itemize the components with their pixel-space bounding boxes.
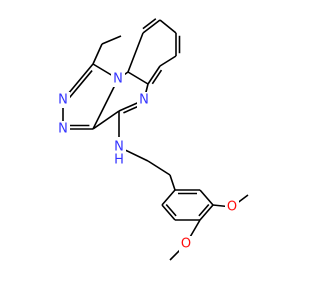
bond-b5-c9a <box>127 32 144 73</box>
atom-n-quinoxaline: N <box>137 92 151 108</box>
bond-c5a-b1 <box>147 65 161 85</box>
atom-n-fused-text: N <box>113 72 123 87</box>
atom-n-fused: N <box>111 71 125 87</box>
bond-c1-ethyl <box>92 43 103 65</box>
bond-b1-b2 <box>159 55 177 67</box>
bond-c5a-c9a <box>127 71 149 85</box>
bond-r2-r3 <box>199 189 214 206</box>
bond-ca-cb <box>147 160 171 176</box>
bond-r5-r6 <box>161 204 176 221</box>
bond-b3-b4 <box>159 19 177 34</box>
atom-n-amine: N H <box>112 137 126 168</box>
bond-c1-n2-inner <box>68 70 93 99</box>
bond-r3-r4 <box>199 204 214 221</box>
bond-ethyl-methyl <box>101 35 122 45</box>
molecule-structure: N N N N N H O O <box>56 18 249 261</box>
atom-o-methoxy-4: O <box>225 199 239 215</box>
atom-o-methoxy-3: O <box>179 236 193 252</box>
atom-label-group: N N N N N H O O <box>56 71 239 252</box>
bond-r6-r1 <box>161 189 176 206</box>
bond-cb-ring <box>169 174 176 191</box>
atom-n-triazole-2: N <box>56 121 70 137</box>
atom-n-triazole-2-text: N <box>58 122 68 137</box>
bond-c5a-b1-inner <box>151 69 163 85</box>
bond-c3a-c4 <box>92 110 120 130</box>
bond-c3a-n9 <box>92 78 119 130</box>
bond-b4-b5-inner <box>142 18 157 30</box>
bond-r5-r6-inner <box>165 203 177 217</box>
atom-n-quinoxaline-text: N <box>139 93 149 108</box>
atom-o-methoxy-3-text: O <box>181 237 191 252</box>
atom-n-triazole-1: N <box>56 92 70 108</box>
bond-group <box>62 18 249 261</box>
atom-h-amine-text: H <box>114 153 124 168</box>
atom-n-triazole-1-text: N <box>58 93 68 108</box>
atom-n-amine-text: N <box>114 140 124 155</box>
atom-o-methoxy-4-text: O <box>227 200 237 215</box>
bond-r3-r4-inner <box>198 203 210 217</box>
bond-b4-b5 <box>142 19 161 34</box>
